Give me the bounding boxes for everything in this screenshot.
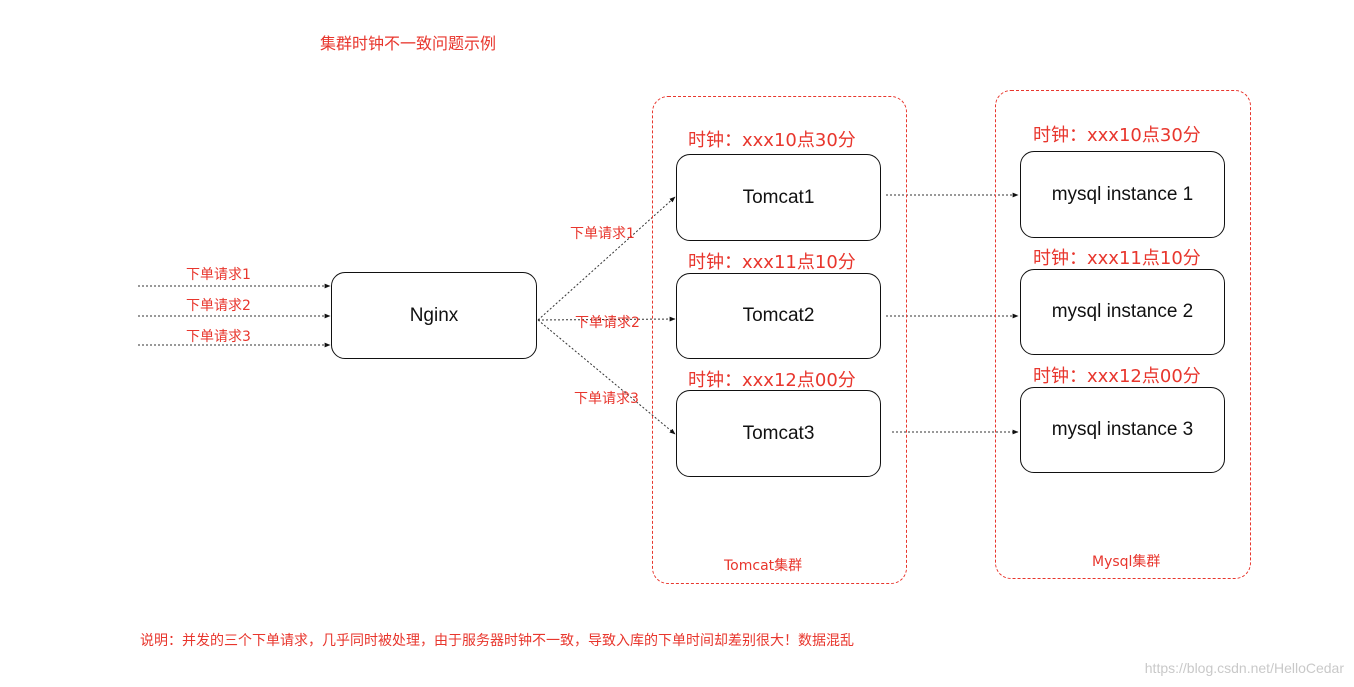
routed-request-label-3: 下单请求3: [574, 391, 639, 407]
mysql-cluster-label: Mysql集群: [1092, 554, 1161, 570]
inbound-request-label-2: 下单请求2: [186, 298, 251, 314]
tomcat3-label: Tomcat3: [742, 422, 815, 444]
tomcat2-clock: 时钟：xxx11点10分: [688, 252, 856, 273]
tomcat1-node: Tomcat1: [676, 154, 881, 241]
tomcat1-label: Tomcat1: [742, 186, 815, 208]
mysql3-node: mysql instance 3: [1020, 387, 1225, 473]
explanation-note: 说明：并发的三个下单请求，几乎同时被处理，由于服务器时钟不一致，导致入库的下单时…: [140, 633, 854, 649]
tomcat3-node: Tomcat3: [676, 390, 881, 477]
mysql2-clock: 时钟：xxx11点10分: [1033, 248, 1201, 269]
tomcat-cluster-label: Tomcat集群: [724, 558, 803, 574]
routed-request-label-2: 下单请求2: [575, 315, 640, 331]
watermark-text: https://blog.csdn.net/HelloCedar: [1144, 660, 1344, 676]
tomcat3-clock: 时钟：xxx12点00分: [688, 370, 856, 391]
mysql-cluster: [995, 90, 1251, 579]
mysql2-label: mysql instance 2: [1051, 301, 1194, 322]
mysql3-clock: 时钟：xxx12点00分: [1033, 366, 1201, 387]
mysql1-clock: 时钟：xxx10点30分: [1033, 125, 1201, 146]
tomcat2-label: Tomcat2: [742, 305, 815, 326]
mysql2-node: mysql instance 2: [1020, 269, 1225, 355]
mysql3-label: mysql instance 3: [1051, 419, 1194, 440]
tomcat1-clock: 时钟：xxx10点30分: [688, 130, 856, 151]
tomcat-cluster: [652, 96, 907, 584]
nginx-label: Nginx: [409, 304, 459, 326]
routed-request-label-1: 下单请求1: [570, 226, 635, 242]
inbound-request-label-1: 下单请求1: [186, 267, 251, 283]
inbound-request-label-3: 下单请求3: [186, 329, 251, 345]
tomcat2-node: Tomcat2: [676, 273, 881, 359]
mysql1-label: mysql instance 1: [1051, 183, 1194, 205]
nginx-node: Nginx: [331, 272, 537, 359]
mysql1-node: mysql instance 1: [1020, 151, 1225, 238]
diagram-title: 集群时钟不一致问题示例: [320, 34, 497, 53]
